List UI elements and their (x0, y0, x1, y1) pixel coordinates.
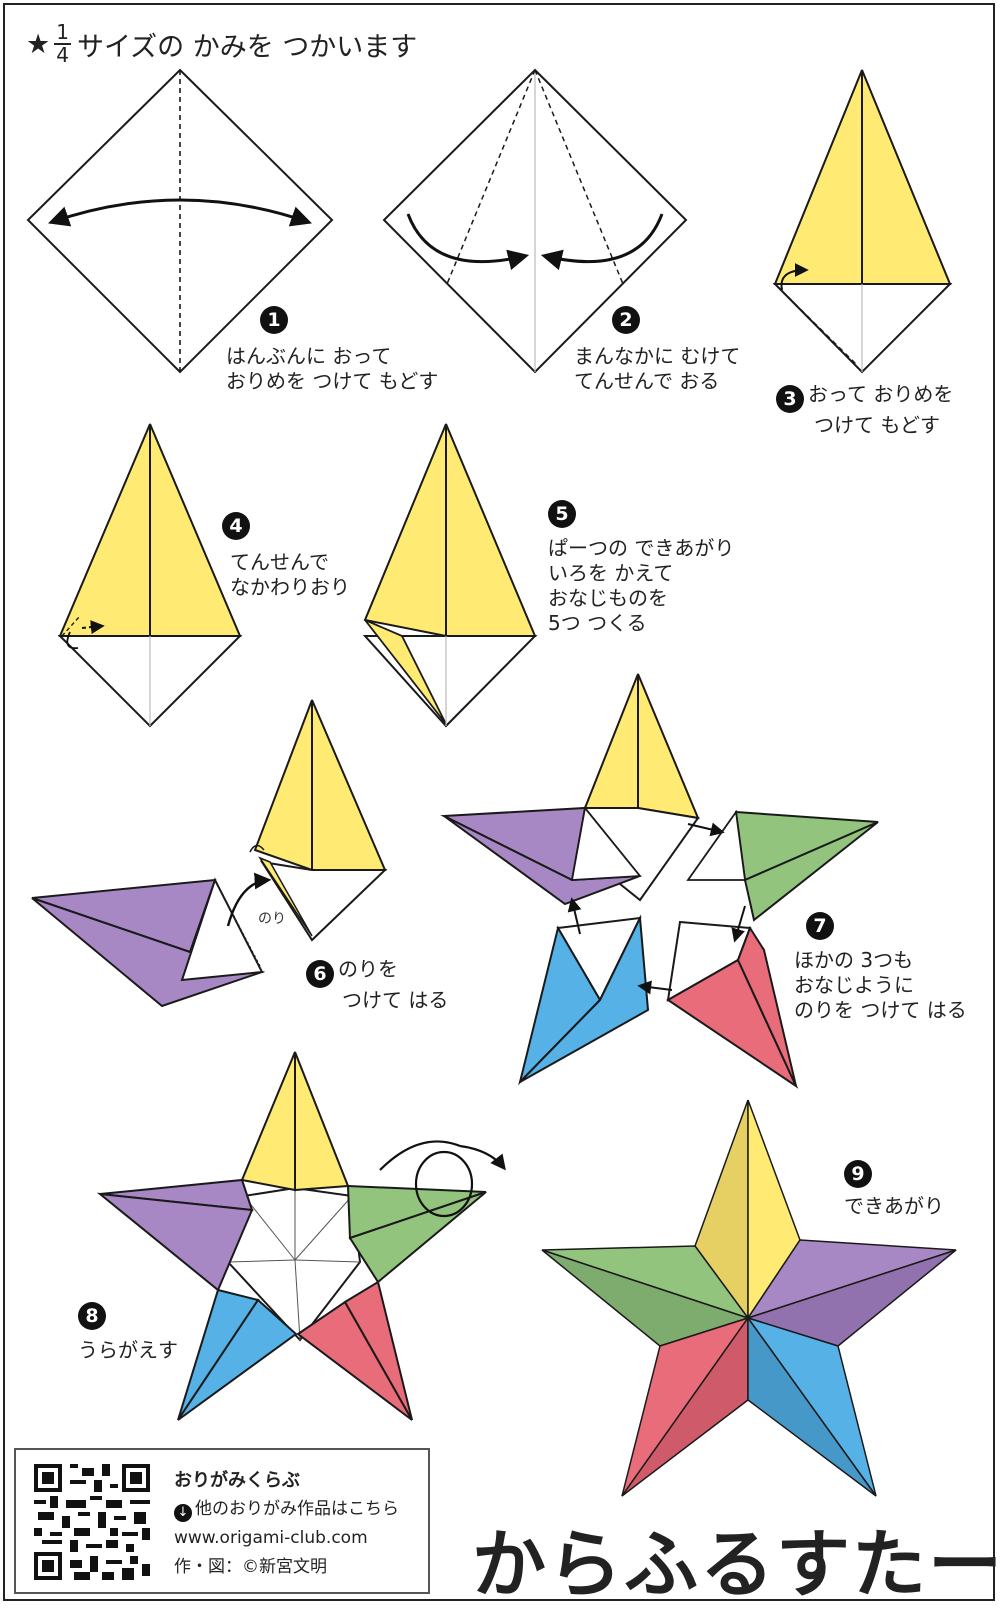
step2-badge: 2 (612, 306, 640, 334)
step4-diagram (57, 423, 243, 728)
star-icon: ★ (26, 28, 51, 60)
site-url[interactable]: www.origami-club.com (174, 1528, 368, 1548)
step9-finished-star (541, 1099, 957, 1497)
quarter-fraction: 1 4 (54, 22, 71, 66)
qr-code[interactable] (34, 1464, 150, 1580)
step8-caption: うらがえす (78, 1338, 178, 1362)
step7-caption: ほかの 3つもおなじようにのりを つけて はる (794, 948, 967, 1022)
step1-badge: 1 (260, 306, 288, 334)
info-text: おりがみくらぶ ↓他のおりがみ作品はこちら www.origami-club.c… (174, 1466, 399, 1582)
step9-caption: できあがり (844, 1194, 944, 1218)
step3-diagram (772, 69, 953, 374)
step3-badge: 3 (776, 385, 804, 413)
step9-badge: 9 (844, 1160, 872, 1188)
download-arrow-icon: ↓ (174, 1504, 192, 1522)
step7-diagram (440, 673, 879, 1089)
step5-badge: 5 (548, 500, 576, 528)
step8-badge: 8 (78, 1302, 106, 1330)
other-works-link[interactable]: ↓他のおりがみ作品はこちら (174, 1495, 399, 1524)
page-frame (3, 3, 995, 1601)
step5-diagram (362, 423, 538, 728)
step4-badge: 4 (222, 512, 250, 540)
step4-caption: てんせんでなかわりおり (230, 550, 350, 599)
page-title: からふるすたー (472, 1522, 1000, 1608)
paper-size-text: サイズの かみを つかいます (76, 31, 418, 63)
step6-badge: 6 (306, 960, 334, 988)
step1-caption: はんぶんに おっておりめを つけて もどす (226, 344, 439, 393)
info-box: おりがみくらぶ ↓他のおりがみ作品はこちら www.origami-club.c… (14, 1448, 430, 1594)
step1-diagram (26, 68, 334, 374)
step2-caption: まんなかに むけててんせんで おる (574, 344, 741, 393)
paper-size-note: ★ 1 4 サイズの かみを つかいます (26, 22, 417, 66)
step8-diagram (96, 1051, 506, 1421)
step2-diagram (382, 68, 688, 374)
step6-diagram (31, 699, 388, 1008)
fraction-denominator: 4 (56, 43, 69, 67)
fraction-numerator: 1 (54, 20, 71, 45)
glue-label: のり (258, 911, 286, 927)
club-name: おりがみくらぶ (174, 1470, 300, 1491)
step7-badge: 7 (806, 912, 834, 940)
credit: 作・図：©新宮文明 (174, 1557, 327, 1577)
